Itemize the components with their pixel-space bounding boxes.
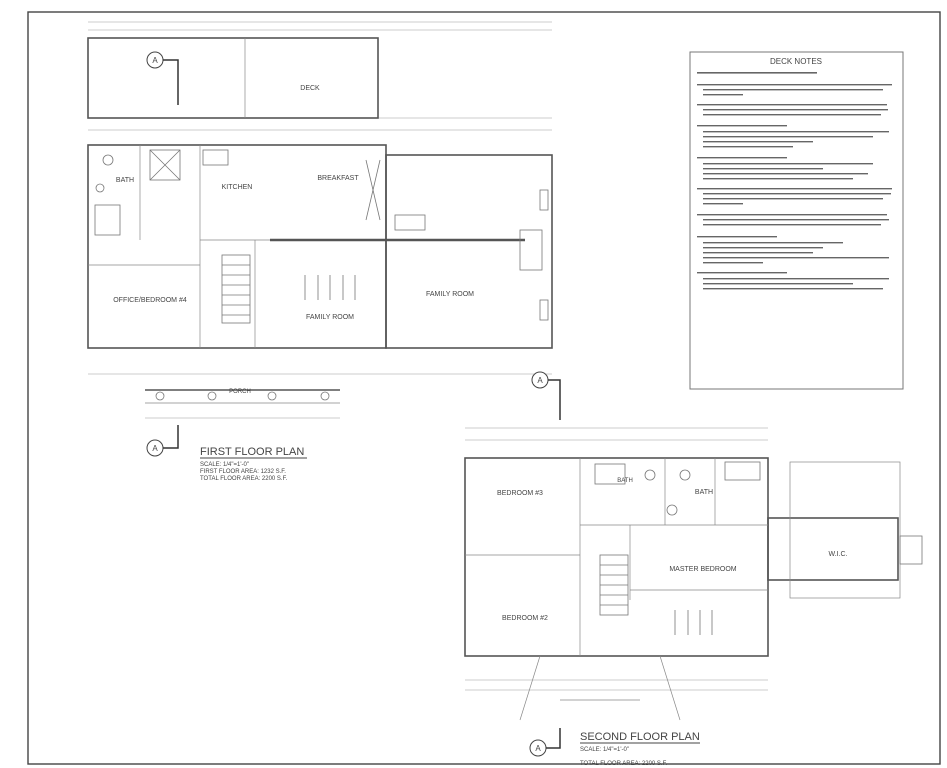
first-floor-area: FIRST FLOOR AREA: 1232 S.F. <box>200 469 286 475</box>
second-floor-scale: SCALE: 1/4"=1'-0" <box>580 747 629 753</box>
second-floor-plan: BEDROOM #3 BATH BATH MASTER BEDROOM BEDR… <box>464 427 923 767</box>
office-bedroom-label: OFFICE/BEDROOM #4 <box>113 297 187 304</box>
deck-notes-box <box>689 51 904 390</box>
deck-label: DECK <box>300 85 320 92</box>
section-marker-mid: A <box>531 371 561 420</box>
first-floor-title: FIRST FLOOR PLAN <box>200 446 304 458</box>
second-floor-total: TOTAL FLOOR AREA: 2200 S.F. <box>580 761 668 767</box>
section-marker-bottom-left: A <box>146 425 179 457</box>
second-floor-outline <box>464 457 769 657</box>
svg-text:A: A <box>152 56 158 65</box>
wic-outline <box>767 517 899 581</box>
ff-bath-label: BATH <box>116 177 134 184</box>
second-floor-stairs <box>599 554 629 616</box>
svg-text:A: A <box>537 376 543 385</box>
deck-notes-text-lines <box>697 72 892 290</box>
family-room-label: FAMILY ROOM <box>306 314 354 321</box>
wic-label: W.I.C. <box>828 551 847 558</box>
family-room-right-label: FAMILY ROOM <box>426 291 474 298</box>
bedroom2-label: BEDROOM #2 <box>502 615 548 622</box>
deck-notes-panel: DECK NOTES <box>689 51 904 390</box>
deck-outline <box>87 37 379 119</box>
svg-text:A: A <box>152 444 158 453</box>
sf-bath2-label: BATH <box>695 489 713 496</box>
first-floor-total: TOTAL FLOOR AREA: 2200 S.F. <box>200 476 288 482</box>
sf-bath-label: BATH <box>617 478 633 484</box>
bedroom3-label: BEDROOM #3 <box>497 490 543 497</box>
second-floor-title: SECOND FLOOR PLAN <box>580 731 700 743</box>
deck-notes-title: DECK NOTES <box>770 57 822 66</box>
section-marker-second: A <box>529 728 561 757</box>
master-bedroom-label: MASTER BEDROOM <box>669 566 736 573</box>
svg-text:A: A <box>535 744 541 753</box>
first-floor-plan: DECK <box>87 21 561 482</box>
first-floor-scale: SCALE: 1/4"=1'-0" <box>200 462 249 468</box>
first-floor-stairs <box>221 254 251 324</box>
sheet-border <box>27 11 941 765</box>
first-floor-right-block <box>385 154 553 349</box>
section-marker-top: A <box>146 51 179 105</box>
porch-label: PORCH <box>229 389 251 395</box>
kitchen-label: KITCHEN <box>222 184 253 191</box>
breakfast-label: BREAKFAST <box>317 175 359 182</box>
